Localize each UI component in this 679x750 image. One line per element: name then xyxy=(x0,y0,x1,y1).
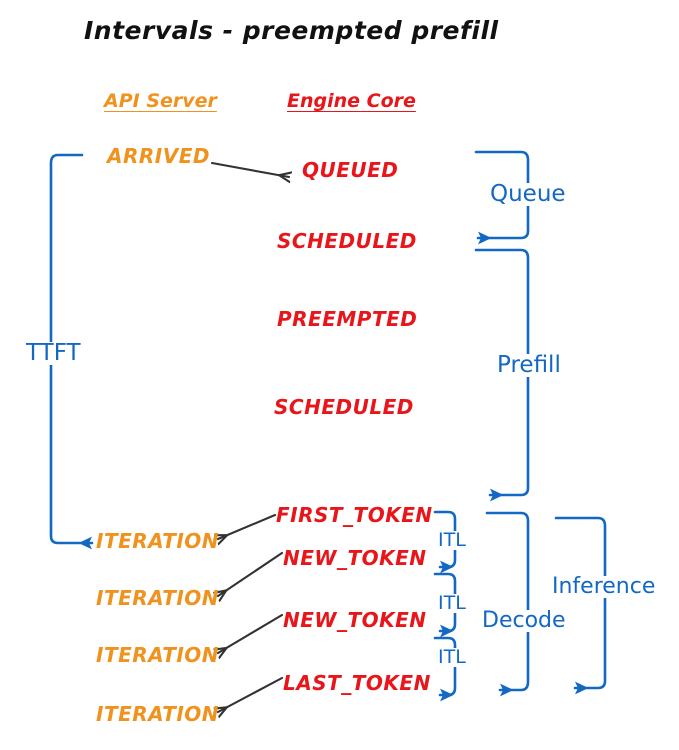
state-transition-arrows xyxy=(210,161,289,712)
arrow-new-token-to-iteration-2 xyxy=(218,613,284,653)
interval-label-prefill: Prefill xyxy=(494,354,564,377)
event-iteration-3: ITERATION xyxy=(96,643,220,667)
page-title: Intervals - preempted prefill xyxy=(84,16,499,45)
event-iteration-2: ITERATION xyxy=(96,586,220,610)
arrow-last-token-to-iteration xyxy=(218,676,284,712)
event-queued: QUEUED xyxy=(302,158,399,182)
bracket-inference xyxy=(554,516,607,695)
arrow-new-token-to-iteration-1 xyxy=(218,551,284,596)
event-preempted: PREEMPTED xyxy=(277,307,418,331)
event-last-token: LAST_TOKEN xyxy=(283,671,431,695)
event-scheduled-1: SCHEDULED xyxy=(277,229,417,253)
event-new-token-1: NEW_TOKEN xyxy=(283,546,427,570)
interval-label-queue: Queue xyxy=(487,183,569,206)
interval-label-itl-3: ITL xyxy=(435,648,469,667)
interval-label-inference: Inference xyxy=(549,576,659,598)
event-scheduled-2: SCHEDULED xyxy=(274,395,414,419)
event-iteration-4: ITERATION xyxy=(96,702,220,726)
interval-label-decode: Decode xyxy=(479,610,569,632)
event-arrived: ARRIVED xyxy=(107,144,210,168)
column-header-api-server: API Server xyxy=(104,90,217,112)
arrow-arrived-to-queued xyxy=(210,161,289,177)
arrow-first-token-to-iteration xyxy=(218,513,277,539)
event-new-token-2: NEW_TOKEN xyxy=(283,608,427,632)
bracket-decode xyxy=(485,511,530,697)
event-iteration-1: ITERATION xyxy=(96,529,220,553)
event-first-token: FIRST_TOKEN xyxy=(276,503,433,527)
interval-label-ttft: TTFT xyxy=(23,342,84,365)
interval-label-itl-2: ITL xyxy=(435,594,469,613)
column-header-engine-core: Engine Core xyxy=(287,90,416,112)
interval-label-itl-1: ITL xyxy=(435,531,469,550)
